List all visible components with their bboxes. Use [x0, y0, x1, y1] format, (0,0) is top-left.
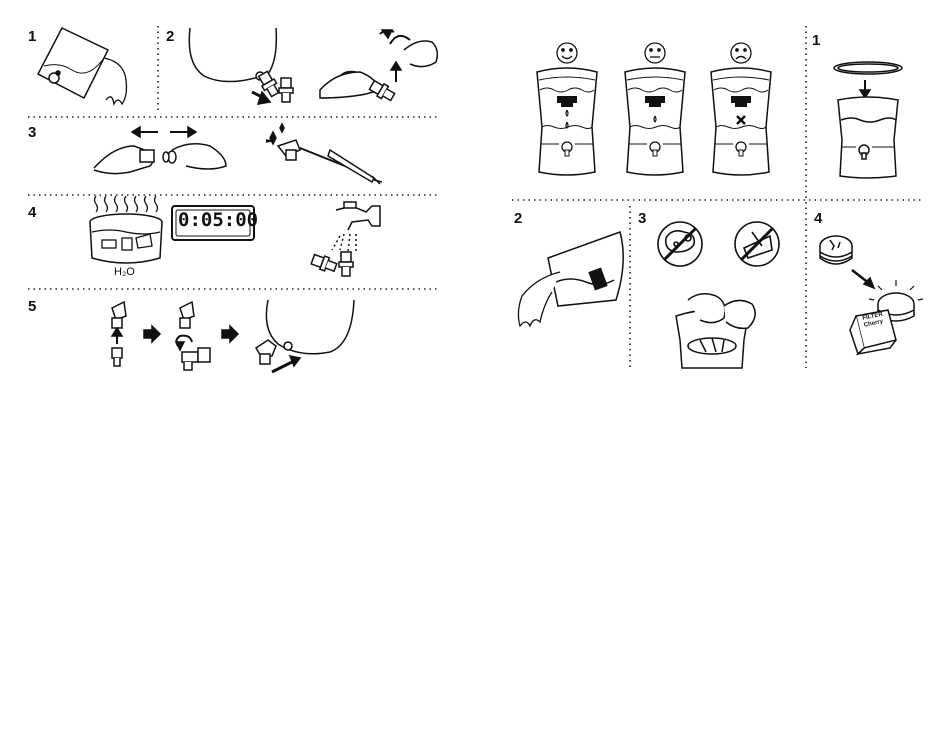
water-label: H₂O — [114, 266, 135, 278]
left-step-3-number: 3 — [28, 124, 36, 141]
right-step-1-number: 1 — [812, 32, 820, 49]
reassemble-illustration — [112, 300, 354, 372]
lid-remove-illustration — [834, 62, 902, 178]
rinse-faucet-illustration — [310, 202, 380, 276]
left-step-1-number: 1 — [28, 28, 36, 45]
tap-clean-illustration — [94, 124, 382, 184]
pour-bag-illustration — [38, 28, 127, 104]
right-step-2-number: 2 — [514, 210, 522, 227]
pour-dispenser-illustration — [518, 232, 623, 326]
right-step-4-number: 4 — [814, 210, 822, 227]
left-step-4-number: 4 — [28, 204, 36, 221]
wash-filter-illustration — [676, 294, 755, 368]
sad-face-icon — [731, 43, 751, 63]
filter-replace-illustration — [820, 236, 923, 354]
no-dishwasher-icon — [658, 222, 702, 266]
dispenser-slow-flow — [625, 68, 685, 175]
no-brush-scrub-icon — [735, 222, 779, 266]
left-step-5-number: 5 — [28, 298, 36, 315]
right-step-3-number: 3 — [638, 210, 646, 227]
neutral-face-icon — [645, 43, 665, 63]
tap-detach-illustration — [189, 28, 437, 104]
dispenser-no-flow — [711, 68, 771, 175]
dispenser-fast-flow — [537, 68, 597, 175]
timer-display: 0:05:00 — [178, 209, 248, 231]
boil-illustration — [90, 196, 162, 263]
left-step-2-number: 2 — [166, 28, 174, 45]
happy-face-icon — [557, 43, 577, 63]
